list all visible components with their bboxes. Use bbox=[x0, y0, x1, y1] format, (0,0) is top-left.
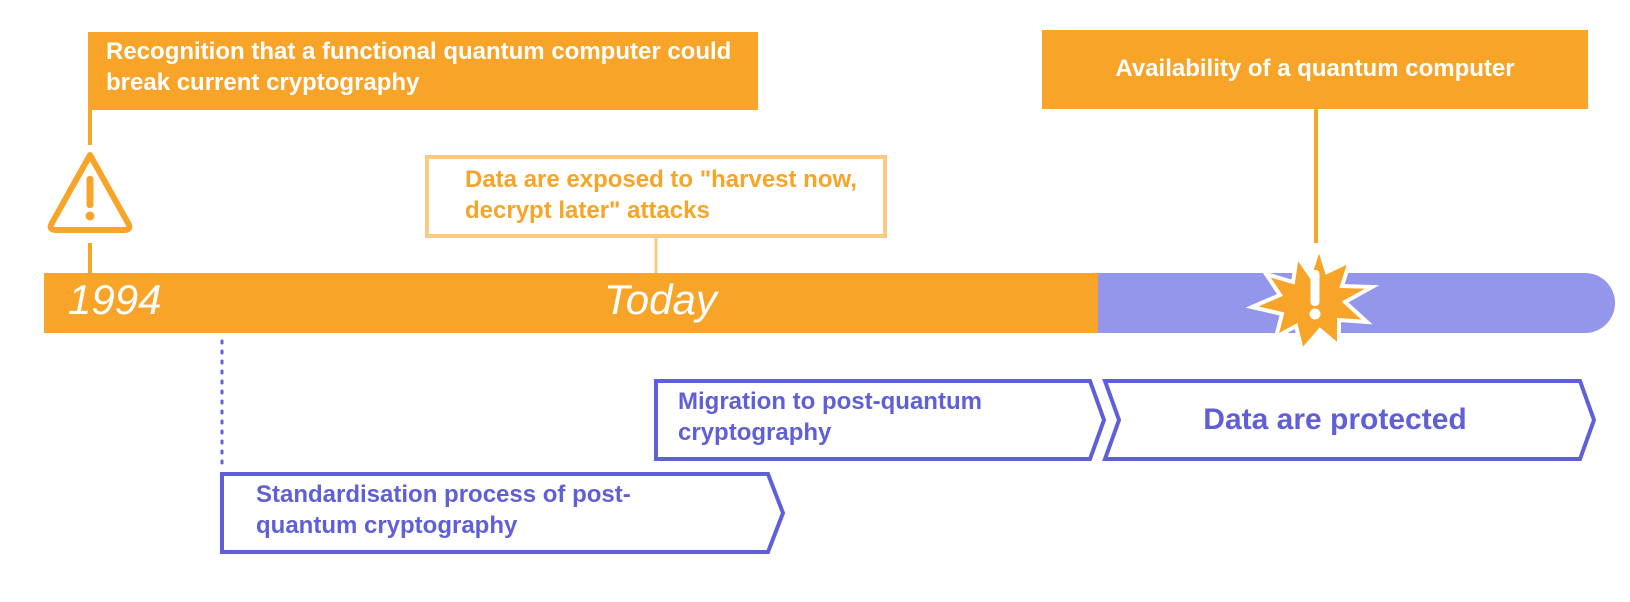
migration-arrow-box bbox=[654, 379, 1107, 461]
availability-box bbox=[1042, 30, 1588, 109]
migration-text: Migration to post-quantum cryptography bbox=[678, 388, 982, 446]
harvest-box bbox=[425, 155, 887, 238]
recognition-box bbox=[88, 32, 758, 110]
protected-chevron-box bbox=[1102, 379, 1597, 461]
standardisation-arrow-box bbox=[220, 472, 786, 554]
recognition-text: Recognition that a functional quantum co… bbox=[106, 38, 732, 96]
explosion-exclamation-icon bbox=[1245, 240, 1380, 356]
harvest-text: Data are exposed to "harvest now, decryp… bbox=[465, 166, 857, 224]
warning-triangle-icon bbox=[47, 152, 133, 233]
timeline-bar-future bbox=[1098, 273, 1615, 333]
timeline-bar-past bbox=[44, 273, 1098, 333]
availability-text: Availability of a quantum computer bbox=[1115, 55, 1515, 82]
protected-text: Data are protected bbox=[1203, 403, 1467, 436]
standardisation-text: Standardisation process of post-quantum … bbox=[256, 481, 631, 539]
today-label: Today bbox=[604, 276, 717, 323]
start-year-label: 1994 bbox=[68, 276, 162, 323]
